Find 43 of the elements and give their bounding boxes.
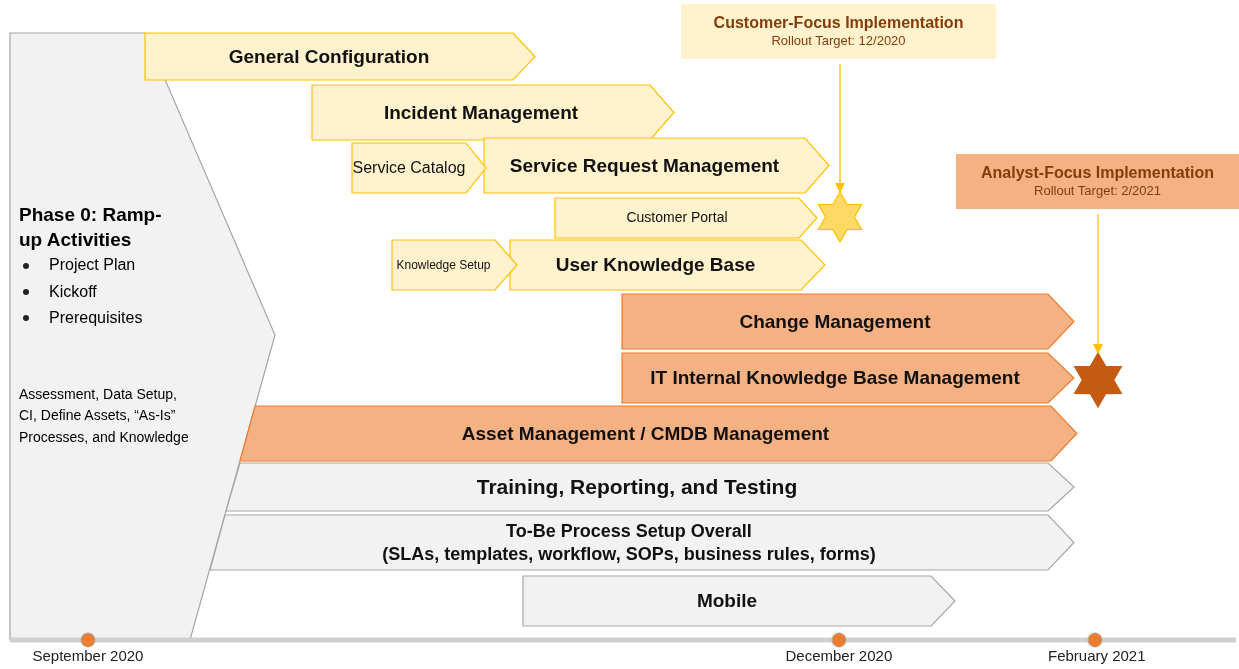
milestone-callout (956, 154, 1239, 209)
task-label: Service Catalog (352, 158, 466, 178)
bullet-item: Project Plan (19, 252, 136, 279)
bullet-item: Prerequisites (19, 305, 143, 332)
task-bar (352, 143, 486, 193)
task-bar (210, 515, 1074, 570)
task-label: (SLAs, templates, workflow, SOPs, business rules, forms) (382, 542, 876, 565)
arrow (835, 63, 845, 193)
timeline-date: September 2020 (32, 647, 144, 664)
task-label: IT Internal Knowledge Base Management (650, 366, 1020, 390)
milestone-callout (681, 4, 996, 59)
task-label: Knowledge Setup (396, 257, 491, 273)
task-bar (226, 463, 1074, 511)
callout-date: Rollout Target: 2/2021 (1034, 183, 1161, 200)
phase-description: Assessment, Data Setup, CI, Define Assets, “As-Is” Processes, and Knowledge (19, 384, 190, 447)
timeline-date: February 2021 (1048, 647, 1146, 664)
callout-date: Rollout Target: 12/2020 (771, 33, 906, 50)
task-label: To-Be Process Setup Overall (506, 520, 752, 543)
callout-title: Analyst-Focus Implementation (981, 163, 1214, 184)
task-label: Service Request Management (509, 153, 780, 178)
bullet-item: Kickoff (19, 278, 97, 306)
task-label: Mobile (696, 589, 758, 613)
arrow (1093, 213, 1103, 354)
milestone-star-icon (1071, 353, 1125, 407)
task-label: Asset Management / CMDB Management (461, 421, 830, 446)
task-label: Change Management (739, 309, 931, 334)
task-bar (523, 576, 955, 626)
task-bar (312, 85, 674, 140)
callout-title: Customer-Focus Implementation (713, 13, 964, 34)
task-bar (622, 294, 1074, 349)
task-label: Incident Management (383, 100, 579, 125)
task-label: Customer Portal (626, 209, 728, 227)
task-bar (555, 198, 817, 238)
task-label: Training, Reporting, and Testing (476, 473, 798, 500)
milestone-star-icon (815, 192, 865, 242)
phase-heading: Phase 0: Ramp-up Activities (19, 203, 163, 252)
task-label: General Configuration (228, 44, 430, 69)
task-bar (392, 240, 517, 290)
task-bar (145, 33, 535, 80)
task-bar (622, 353, 1074, 403)
timeline-date: December 2020 (785, 647, 893, 664)
task-bar (240, 406, 1077, 461)
task-label: User Knowledge Base (555, 253, 756, 277)
